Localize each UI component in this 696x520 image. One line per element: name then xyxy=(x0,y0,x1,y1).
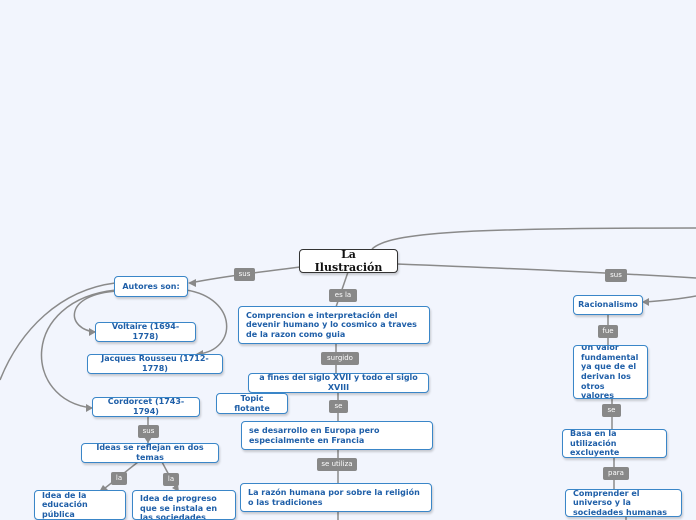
label-se-utiliza: se utiliza xyxy=(317,458,357,471)
node-fines-siglo[interactable]: a fines del siglo XVII y todo el siglo X… xyxy=(248,373,429,393)
connector-root-right xyxy=(396,263,696,279)
label-para: para xyxy=(603,467,629,480)
connector-right-racionalismo xyxy=(643,295,696,303)
node-voltaire[interactable]: Voltaire (1694-1778) xyxy=(95,322,196,342)
node-idea-progreso[interactable]: Idea de progreso que se instala en las s… xyxy=(132,490,236,520)
connector-root-right-top xyxy=(371,227,696,250)
connector-autores-rousseau xyxy=(185,289,228,355)
label-fue: fue xyxy=(598,325,618,338)
label-sus-right: sus xyxy=(605,269,627,282)
node-educacion-publica[interactable]: Idea de la educación pública xyxy=(34,490,126,520)
node-rousseau[interactable]: Jacques Rousseu (1712-1778) xyxy=(87,354,223,374)
label-sus-left: sus xyxy=(234,268,255,281)
arrowhead-voltaire xyxy=(89,328,96,336)
label-se-center: se xyxy=(329,400,348,413)
arrowhead-ideas xyxy=(144,437,152,443)
arrowhead-condorcet xyxy=(86,404,93,412)
node-basa-razon[interactable]: Basa en la utilización excluyente xyxy=(562,429,667,458)
node-comprension[interactable]: Comprencion e interpretación del devenir… xyxy=(238,306,430,344)
label-sus-condorcet: sus xyxy=(138,425,159,438)
node-ideas-dos-temas[interactable]: Ideas se reflejan en dos temas xyxy=(81,443,219,463)
connector-autores-condorcet xyxy=(40,289,117,409)
root-node[interactable]: La Ilustración xyxy=(299,249,398,273)
label-la-right: la xyxy=(163,473,179,486)
node-europa[interactable]: se desarrollo en Europa pero especialmen… xyxy=(241,421,433,450)
node-comprender-universo[interactable]: Comprender el universo y la sociedades h… xyxy=(565,489,682,517)
arrowhead-autores xyxy=(188,279,196,287)
label-surgido: surgido xyxy=(321,352,359,365)
label-se-right: se xyxy=(602,404,621,417)
connector-autores-voltaire xyxy=(73,290,119,333)
arrowhead-racionalismo xyxy=(642,298,649,306)
connector-autores-offscreen xyxy=(0,282,116,381)
node-racionalismo[interactable]: Racionalismo xyxy=(573,295,643,315)
label-la-left: la xyxy=(111,472,127,485)
node-autores[interactable]: Autores son: xyxy=(114,276,188,297)
node-condorcet[interactable]: Cordorcet (1743-1794) xyxy=(92,397,200,417)
label-es-la: es la xyxy=(329,289,357,302)
node-razon-humana[interactable]: La razón humana por sobre la religión o … xyxy=(240,483,432,512)
node-valor-fundamental[interactable]: Un valor fundamental ya que de el deriva… xyxy=(573,345,648,399)
node-topic-flotante[interactable]: Topic flotante xyxy=(216,393,288,414)
